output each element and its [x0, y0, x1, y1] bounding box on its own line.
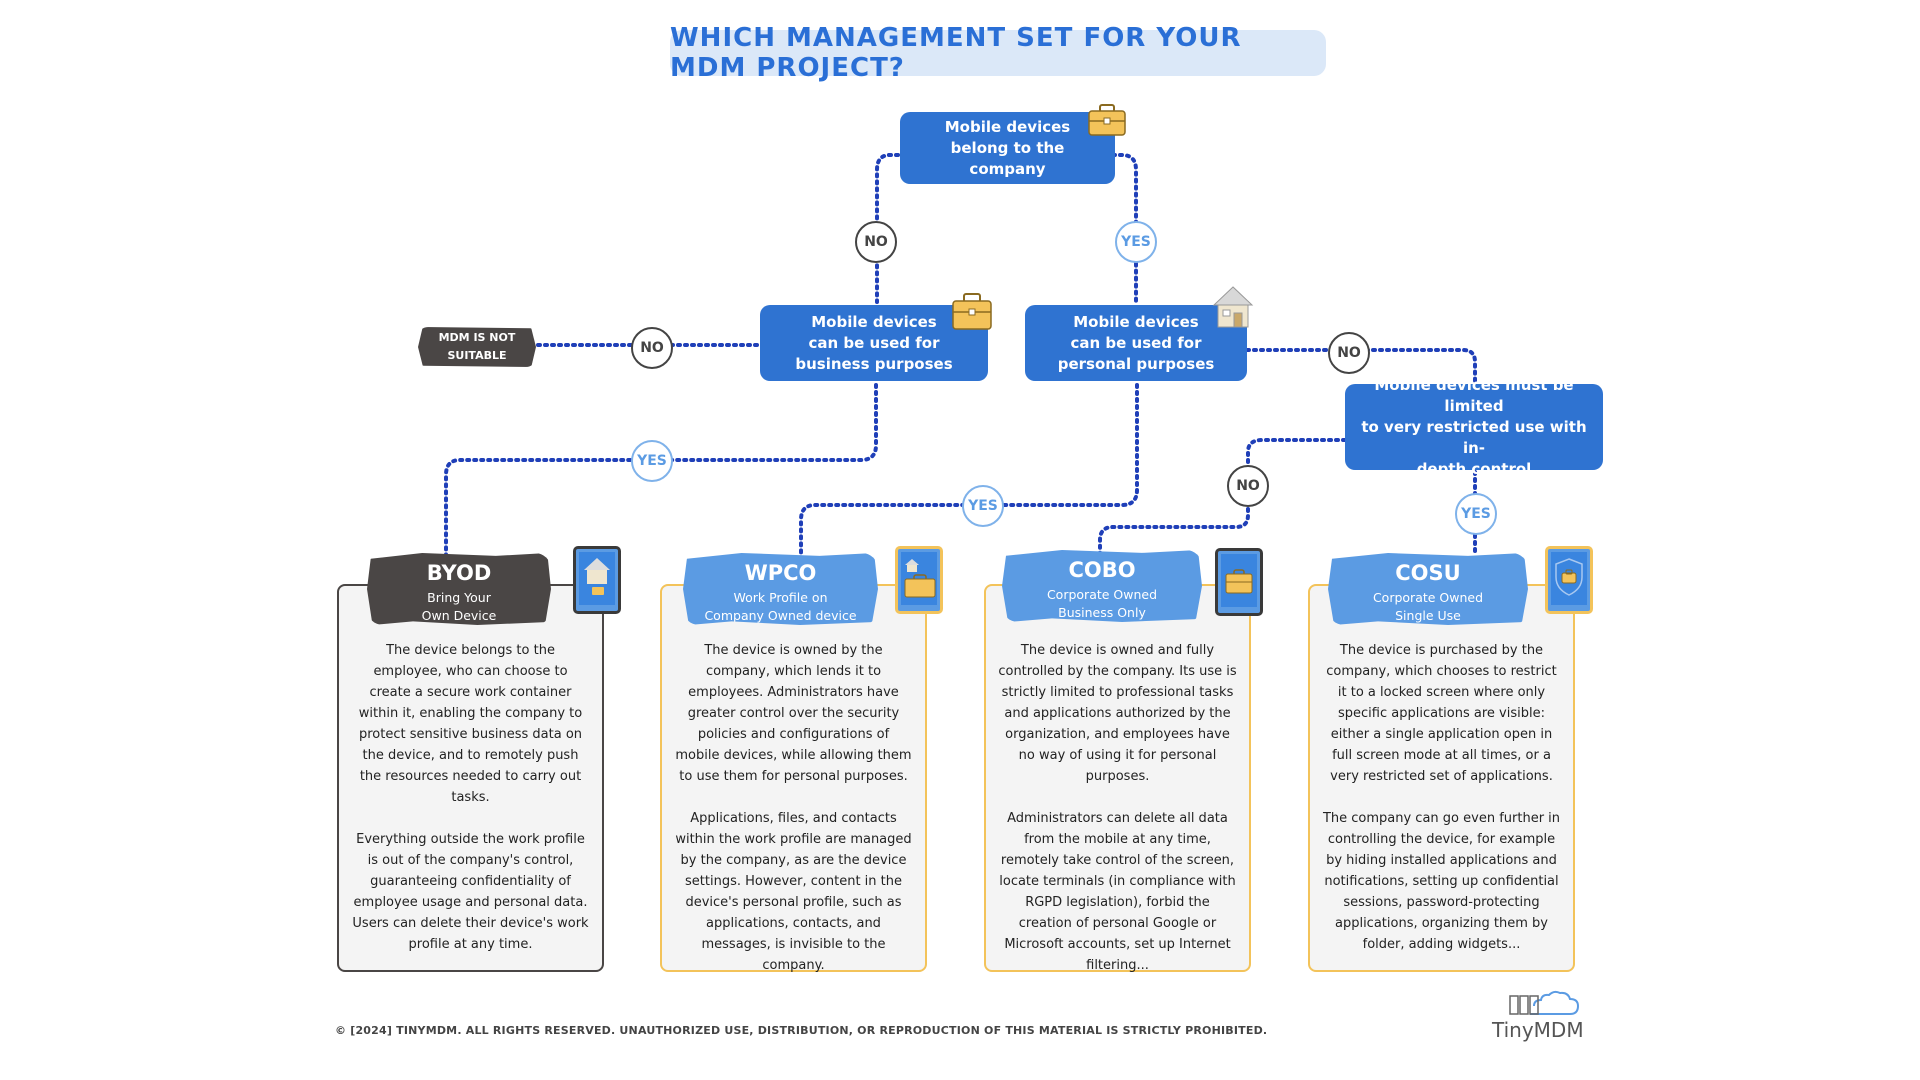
badge-byod-full: Bring Your Own Device	[421, 590, 497, 623]
card-byod-description: The device belongs to the employee, who …	[352, 643, 589, 952]
briefcase-icon	[952, 293, 992, 330]
question-business-text: Mobile devices can be used for business …	[795, 312, 953, 373]
question-restricted-text: Mobile devices must be limited to very r…	[1361, 375, 1587, 478]
answer-no-business: NO	[631, 327, 673, 369]
card-cobo-description: The device is owned and fully controlled…	[998, 643, 1237, 973]
house-icon	[1212, 286, 1254, 328]
badge-cobo: COBO Corporate Owned Business Only	[1002, 550, 1202, 622]
question-business-use: Mobile devices can be used for business …	[760, 305, 988, 381]
answer-yes-restricted: YES	[1455, 493, 1497, 535]
answer-yes-business: YES	[631, 440, 673, 482]
card-byod: The device belongs to the employee, who …	[337, 584, 604, 972]
badge-cosu: COSU Corporate Owned Single Use	[1328, 553, 1528, 625]
question-company-text: Mobile devices belong to the company	[944, 117, 1071, 178]
question-personal-text: Mobile devices can be used for personal …	[1057, 312, 1215, 373]
briefcase-icon	[1088, 104, 1126, 136]
brand-name: TinyMDM	[1492, 1018, 1584, 1042]
tablet-icon	[1545, 546, 1593, 614]
tablet-icon	[895, 546, 943, 614]
badge-wpco-full: Work Profile on Company Owned device	[704, 590, 857, 623]
answer-yes-personal: YES	[962, 485, 1004, 527]
mdm-not-suitable-text: MDM IS NOT SUITABLE	[438, 331, 516, 362]
badge-wpco-abbr: WPCO	[744, 561, 817, 585]
badge-wpco: WPCO Work Profile on Company Owned devic…	[683, 553, 878, 625]
tinymdm-cloud-logo	[1509, 990, 1580, 1015]
tinymdm-logo: TinyMDM	[1490, 990, 1590, 1042]
answer-no-company: NO	[855, 221, 897, 263]
card-cobo: The device is owned and fully controlled…	[984, 584, 1251, 973]
tablet-icon	[573, 546, 621, 614]
badge-byod-abbr: BYOD	[426, 561, 492, 585]
answer-no-personal: NO	[1328, 332, 1370, 374]
tablet-icon	[1215, 548, 1263, 616]
shield-icon	[1555, 558, 1583, 596]
briefcase-icon	[904, 559, 936, 598]
badge-cosu-abbr: COSU	[1395, 561, 1461, 585]
card-wpco: The device is owned by the company, whic…	[660, 584, 927, 973]
house-icon	[584, 558, 610, 595]
copyright-notice: © [2024] TINYMDM. ALL RIGHTS RESERVED. U…	[335, 1024, 1268, 1037]
badge-cobo-abbr: COBO	[1068, 558, 1136, 582]
badge-cosu-full: Corporate Owned Single Use	[1372, 590, 1484, 623]
card-cosu: The device is purchased by the company, …	[1308, 584, 1575, 972]
mdm-not-suitable-label: MDM IS NOT SUITABLE	[418, 327, 536, 367]
answer-yes-company: YES	[1115, 221, 1157, 263]
card-cosu-description: The device is purchased by the company, …	[1322, 643, 1561, 952]
question-personal-use: Mobile devices can be used for personal …	[1025, 305, 1247, 381]
badge-byod: BYOD Bring Your Own Device	[367, 553, 551, 625]
badge-cobo-full: Corporate Owned Business Only	[1046, 587, 1158, 620]
question-restricted-use: Mobile devices must be limited to very r…	[1345, 376, 1603, 478]
question-company-owned: Mobile devices belong to the company	[900, 112, 1115, 184]
briefcase-icon	[1225, 569, 1253, 594]
card-wpco-description: The device is owned by the company, whic…	[675, 643, 912, 973]
answer-no-restricted: NO	[1227, 465, 1269, 507]
